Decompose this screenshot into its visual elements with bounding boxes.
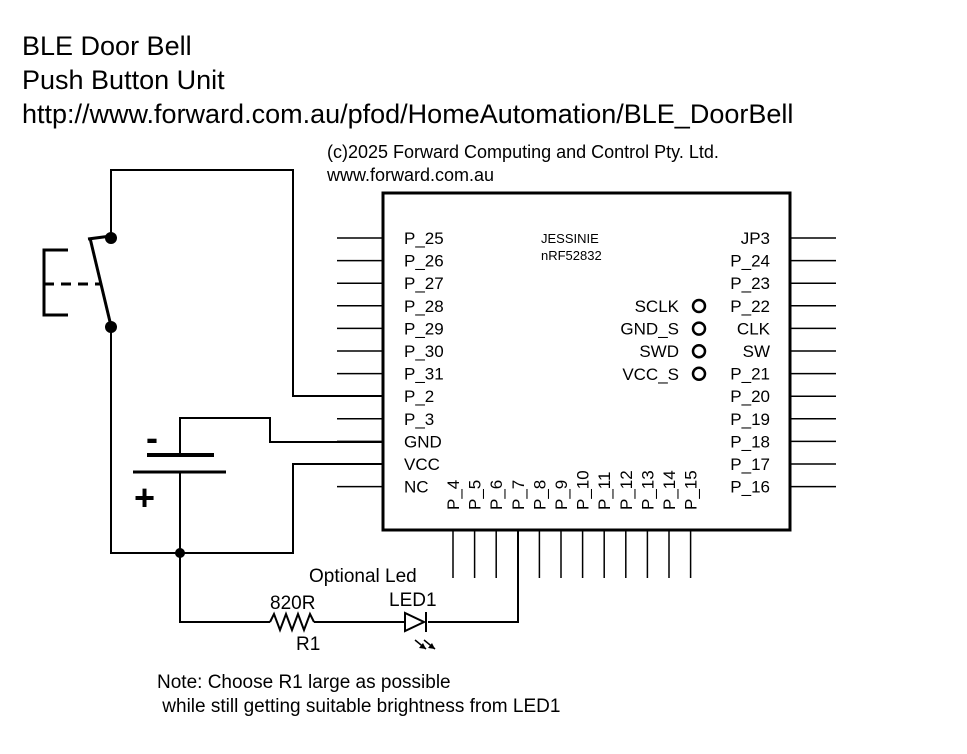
left-pin-label-p-30: P_30 bbox=[404, 342, 444, 361]
left-pin-label-p-27: P_27 bbox=[404, 274, 444, 293]
resistor-zigzag bbox=[269, 611, 315, 633]
bottom-pin-label-p-6: P_6 bbox=[487, 480, 506, 510]
left-pin-label-p-31: P_31 bbox=[404, 365, 444, 384]
title-block: BLE Door Bell Push Button Unit http://ww… bbox=[22, 31, 793, 129]
debug-pad-label-vcc-s: VCC_S bbox=[622, 365, 679, 384]
junction-dot bbox=[175, 548, 185, 558]
debug-pad-group: SCLK GND_S SWD VCC_S bbox=[620, 297, 707, 384]
bottom-pin-label-p-9: P_9 bbox=[552, 480, 571, 510]
debug-pad-sclk bbox=[691, 298, 707, 314]
title-line-1: BLE Door Bell bbox=[22, 31, 192, 61]
note-line-1: Note: Choose R1 large as possible bbox=[157, 672, 451, 693]
left-pin-label-p-28: P_28 bbox=[404, 297, 444, 316]
left-pin-label-nc: NC bbox=[404, 478, 429, 497]
debug-pad-vcc-s bbox=[691, 366, 707, 382]
wire-switch-to-p2 bbox=[110, 169, 383, 397]
copyright-line: (c)2025 Forward Computing and Control Pt… bbox=[327, 142, 719, 162]
right-pin-label-jp3: JP3 bbox=[741, 229, 770, 248]
left-pin-label-p-26: P_26 bbox=[404, 252, 444, 271]
bottom-pin-label-p-15: P_15 bbox=[682, 470, 701, 510]
wire-switch-to-vcc bbox=[110, 327, 383, 554]
battery: - + bbox=[133, 417, 226, 518]
bottom-pin-label-p-14: P_14 bbox=[660, 470, 679, 510]
led-light-arrows bbox=[414, 639, 436, 650]
left-pin-label-gnd: GND bbox=[404, 432, 442, 451]
led-ref: LED1 bbox=[389, 590, 437, 611]
right-pin-label-p-16: P_16 bbox=[730, 478, 770, 497]
bottom-pin-label-p-8: P_8 bbox=[530, 480, 549, 510]
wire-to-resistor bbox=[179, 553, 270, 623]
battery-plus-sign: + bbox=[134, 477, 155, 518]
right-pin-label-p-17: P_17 bbox=[730, 455, 770, 474]
resistor-value: 820R bbox=[270, 593, 315, 614]
bottom-pin-label-p-11: P_11 bbox=[595, 472, 614, 510]
push-button-switch bbox=[42, 232, 117, 333]
right-pin-label-p-21: P_21 bbox=[730, 365, 770, 384]
led-triangle bbox=[404, 611, 427, 633]
title-url: http://www.forward.com.au/pfod/HomeAutom… bbox=[22, 99, 793, 129]
module-body bbox=[381, 191, 792, 532]
right-pin-label-clk: CLK bbox=[737, 319, 771, 338]
right-pin-label-p-20: P_20 bbox=[730, 387, 770, 406]
battery-minus-sign: - bbox=[146, 417, 158, 458]
right-pin-label-p-19: P_19 bbox=[730, 410, 770, 429]
resistor-ref: R1 bbox=[296, 634, 320, 655]
module-chip: nRF52832 bbox=[541, 248, 602, 263]
right-pin-label-p-23: P_23 bbox=[730, 274, 770, 293]
debug-pad-label-swd: SWD bbox=[639, 342, 679, 361]
debug-pad-label-sclk: SCLK bbox=[635, 297, 680, 316]
bottom-pin-label-p-4: P_4 bbox=[444, 480, 463, 510]
left-pin-label-p-3: P_3 bbox=[404, 410, 434, 429]
led1: Optional Led LED1 bbox=[309, 566, 437, 650]
right-pin-label-sw: SW bbox=[743, 342, 770, 361]
bottom-pin-label-p-13: P_13 bbox=[638, 470, 657, 510]
debug-pad-label-gnd-s: GND_S bbox=[620, 320, 679, 339]
wire-led-to-p7 bbox=[428, 530, 519, 623]
wire-battery-to-gnd bbox=[179, 417, 383, 443]
resistor-r1: 820R R1 bbox=[269, 593, 320, 655]
bottom-pin-label-p-7: P_7 bbox=[509, 480, 528, 510]
left-pin-label-p-29: P_29 bbox=[404, 319, 444, 338]
right-pin-label-p-18: P_18 bbox=[730, 432, 770, 451]
left-pin-label-p-2: P_2 bbox=[404, 387, 434, 406]
right-pin-label-p-22: P_22 bbox=[730, 297, 770, 316]
led-caption: Optional Led bbox=[309, 566, 417, 587]
note-line-2: while still getting suitable brightness … bbox=[157, 696, 560, 717]
debug-pad-gnd-s bbox=[691, 321, 707, 336]
wiring bbox=[110, 169, 519, 623]
debug-pad-swd bbox=[691, 343, 707, 359]
left-pin-label-vcc: VCC bbox=[404, 455, 440, 474]
left-pin-label-p-25: P_25 bbox=[404, 229, 444, 248]
module-name: JESSINIE bbox=[541, 231, 599, 246]
copyright-website: www.forward.com.au bbox=[326, 165, 494, 185]
right-pin-label-p-24: P_24 bbox=[730, 252, 770, 271]
bottom-pin-label-p-12: P_12 bbox=[617, 470, 636, 510]
copyright-block: (c)2025 Forward Computing and Control Pt… bbox=[326, 142, 719, 185]
bottom-pin-label-p-10: P_10 bbox=[574, 470, 593, 510]
bottom-pin-label-p-5: P_5 bbox=[466, 480, 485, 510]
switch-lever bbox=[88, 237, 113, 327]
note-block: Note: Choose R1 large as possible while … bbox=[157, 672, 560, 717]
title-line-2: Push Button Unit bbox=[22, 65, 225, 95]
